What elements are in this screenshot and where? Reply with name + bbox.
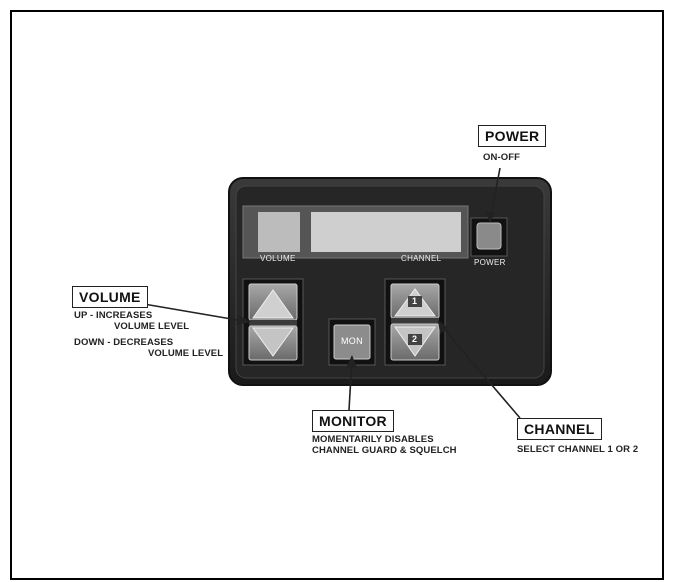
channel-leader-line xyxy=(437,321,521,419)
monitor-arrowhead-icon xyxy=(346,355,357,368)
volume-up-arrow-icon xyxy=(252,289,294,319)
channel-1-label: 1 xyxy=(412,296,418,306)
monitor-caption-line-1: MOMENTARILY DISABLES xyxy=(312,434,434,445)
power-button[interactable] xyxy=(476,222,502,250)
volume-down-arrow-icon xyxy=(252,327,294,357)
power-leader-line xyxy=(489,167,501,222)
power-callout-title: POWER xyxy=(478,125,547,147)
channel-callout-caption: SELECT CHANNEL 1 OR 2 xyxy=(517,444,639,455)
volume-display xyxy=(258,212,300,252)
volume-callout-title: VOLUME xyxy=(72,286,148,308)
volume-arrowhead-icon xyxy=(236,315,251,325)
channel-arrowhead-icon xyxy=(438,320,448,334)
volume-leader-line xyxy=(137,302,250,323)
monitor-button-label: MON xyxy=(341,336,363,346)
panel-volume-label: VOLUME xyxy=(260,254,296,263)
power-arrowhead-icon xyxy=(485,211,495,223)
panel-channel-label: CHANNEL xyxy=(401,254,442,263)
power-callout-caption: ON-OFF xyxy=(483,152,521,163)
volume-caption-line-4: VOLUME LEVEL xyxy=(148,348,224,359)
channel-2-label: 2 xyxy=(412,334,418,344)
volume-caption-line-1: UP - INCREASES xyxy=(74,310,153,321)
monitor-caption-line-2: CHANNEL GUARD & SQUELCH xyxy=(312,445,457,456)
channel-display xyxy=(311,212,461,252)
monitor-callout-title: MONITOR xyxy=(312,410,394,432)
channel-callout-title: CHANNEL xyxy=(517,418,602,440)
volume-caption-line-2: VOLUME LEVEL xyxy=(114,321,190,332)
panel-power-label: POWER xyxy=(474,258,506,267)
volume-caption-line-3: DOWN - DECREASES xyxy=(74,337,174,348)
